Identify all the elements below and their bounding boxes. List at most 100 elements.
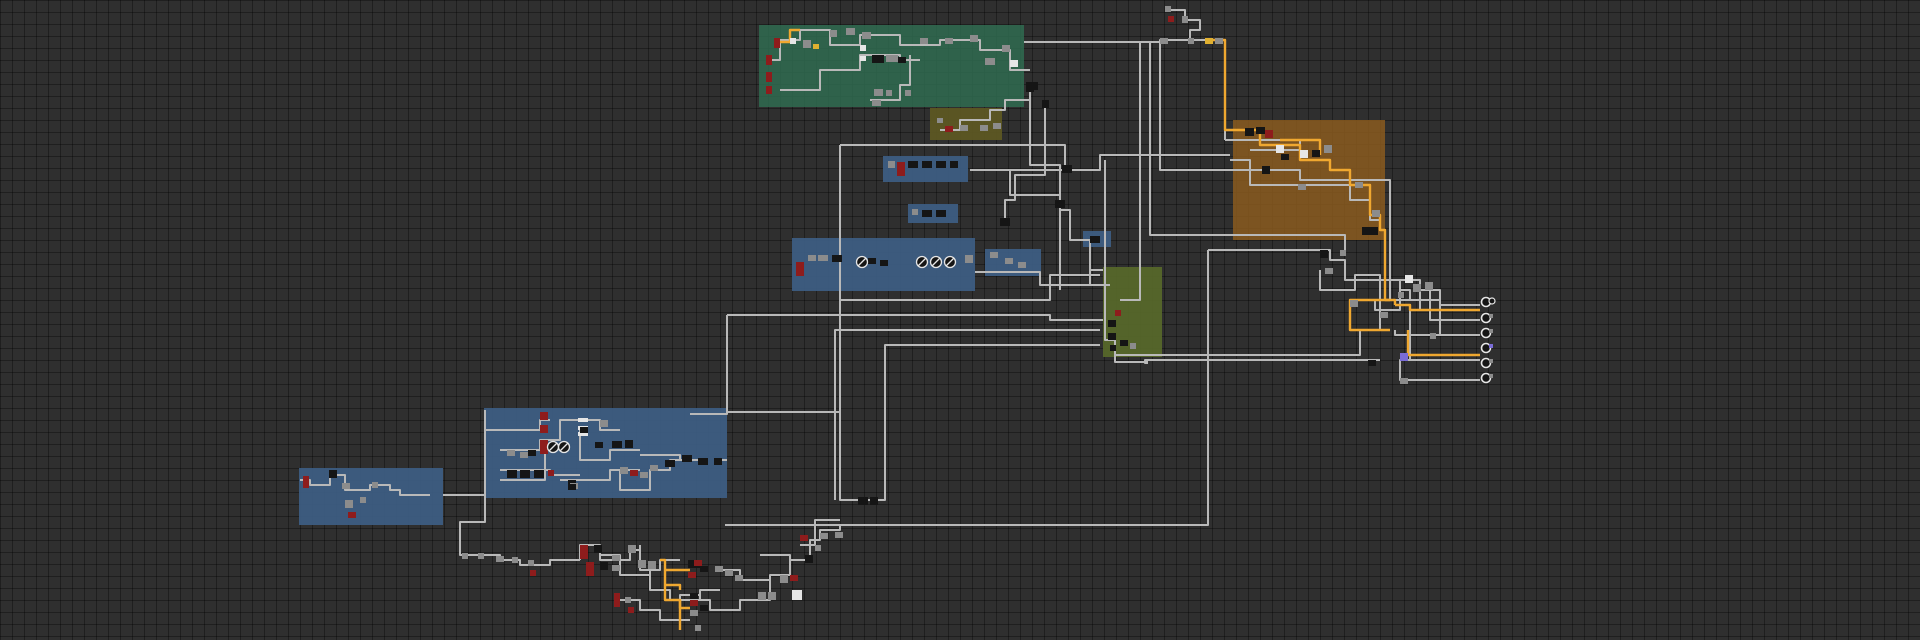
graph-node[interactable] [1205, 38, 1213, 44]
graph-node[interactable] [512, 557, 518, 563]
graph-node[interactable] [345, 500, 353, 508]
graph-node[interactable] [1398, 292, 1404, 298]
graph-node[interactable] [578, 432, 588, 436]
graph-node[interactable] [700, 605, 708, 611]
graph-node[interactable] [872, 55, 884, 63]
graph-node[interactable] [870, 497, 878, 505]
graph-node[interactable] [372, 482, 378, 488]
graph-node[interactable] [600, 420, 608, 427]
graph-node[interactable] [1055, 200, 1065, 208]
graph-node[interactable] [790, 575, 798, 581]
graph-node[interactable] [1372, 210, 1380, 217]
graph-node[interactable] [1262, 166, 1270, 174]
graph-node[interactable] [758, 592, 766, 600]
graph-node[interactable] [688, 572, 696, 578]
graph-node[interactable] [768, 592, 776, 600]
graph-node[interactable] [813, 44, 819, 49]
graph-node[interactable] [835, 532, 843, 538]
graph-node[interactable] [1062, 165, 1072, 173]
graph-node[interactable] [993, 123, 1001, 129]
graph-node[interactable] [530, 570, 536, 576]
graph-node[interactable] [766, 72, 772, 82]
graph-node[interactable] [725, 570, 733, 576]
graph-node[interactable] [580, 427, 588, 433]
graph-node[interactable] [640, 472, 648, 478]
graph-node[interactable] [818, 255, 828, 261]
graph-node[interactable] [625, 440, 633, 448]
graph-node[interactable] [846, 28, 855, 35]
graph-node[interactable] [612, 441, 622, 448]
group-frame-blue-small-a[interactable] [883, 156, 968, 182]
graph-node[interactable] [540, 412, 548, 420]
graph-node[interactable] [945, 38, 953, 44]
graph-node[interactable] [1042, 100, 1049, 108]
graph-node[interactable] [715, 566, 723, 572]
graph-node[interactable] [1090, 236, 1100, 243]
graph-node[interactable] [1120, 340, 1128, 346]
output-socket-icon[interactable] [1480, 372, 1494, 384]
graph-node[interactable] [682, 455, 692, 462]
graph-node[interactable] [1265, 130, 1273, 138]
graph-node[interactable] [1115, 310, 1121, 316]
graph-node[interactable] [868, 258, 876, 264]
graph-node[interactable] [1340, 250, 1346, 256]
graph-node[interactable] [922, 210, 932, 217]
graph-node[interactable] [1005, 258, 1013, 264]
graph-node[interactable] [766, 55, 772, 65]
graph-node[interactable] [695, 625, 701, 631]
graph-node[interactable] [1002, 45, 1010, 52]
graph-node[interactable] [478, 553, 484, 559]
output-socket-icon[interactable] [1480, 327, 1494, 339]
graph-node[interactable] [507, 470, 517, 478]
graph-node[interactable] [714, 458, 722, 465]
graph-node[interactable] [874, 89, 883, 96]
output-socket-icon[interactable] [1480, 296, 1496, 308]
graph-node[interactable] [830, 30, 837, 37]
graph-node[interactable] [1400, 378, 1408, 384]
bypass-icon[interactable] [943, 255, 957, 269]
graph-node[interactable] [540, 425, 548, 433]
graph-node[interactable] [945, 126, 953, 132]
graph-node[interactable] [1355, 182, 1363, 188]
graph-node[interactable] [790, 38, 796, 44]
graph-node[interactable] [690, 593, 698, 599]
graph-node[interactable] [1312, 150, 1320, 157]
graph-node[interactable] [1413, 284, 1421, 292]
graph-node[interactable] [936, 210, 946, 217]
graph-node[interactable] [820, 533, 828, 539]
bypass-icon[interactable] [929, 255, 943, 269]
graph-node[interactable] [1368, 360, 1376, 366]
graph-node[interactable] [1300, 150, 1308, 158]
graph-node[interactable] [348, 512, 356, 518]
graph-node[interactable] [774, 38, 780, 48]
graph-node[interactable] [586, 562, 594, 576]
graph-node[interactable] [1108, 333, 1116, 340]
graph-node[interactable] [1281, 154, 1289, 160]
graph-node[interactable] [1215, 38, 1223, 44]
graph-node[interactable] [922, 161, 932, 168]
graph-node[interactable] [888, 161, 895, 168]
graph-node[interactable] [1165, 6, 1171, 12]
graph-node[interactable] [568, 484, 576, 490]
bypass-icon[interactable] [915, 255, 929, 269]
graph-node[interactable] [1430, 333, 1436, 339]
graph-node[interactable] [950, 161, 958, 168]
graph-node[interactable] [630, 470, 638, 476]
graph-node[interactable] [1188, 38, 1194, 44]
graph-node[interactable] [612, 565, 620, 571]
graph-node[interactable] [1108, 320, 1116, 327]
graph-node[interactable] [898, 57, 906, 63]
graph-node[interactable] [905, 90, 911, 96]
output-socket-icon[interactable] [1480, 357, 1494, 369]
bypass-icon[interactable] [557, 440, 571, 454]
graph-node[interactable] [462, 553, 468, 559]
graph-node[interactable] [886, 55, 898, 62]
graph-node[interactable] [1130, 343, 1136, 349]
graph-node[interactable] [1425, 282, 1433, 290]
graph-node[interactable] [303, 476, 309, 488]
graph-node[interactable] [690, 600, 698, 606]
graph-node[interactable] [1350, 300, 1358, 307]
graph-node[interactable] [628, 545, 636, 553]
graph-node[interactable] [766, 86, 772, 94]
graph-node[interactable] [1256, 127, 1265, 134]
